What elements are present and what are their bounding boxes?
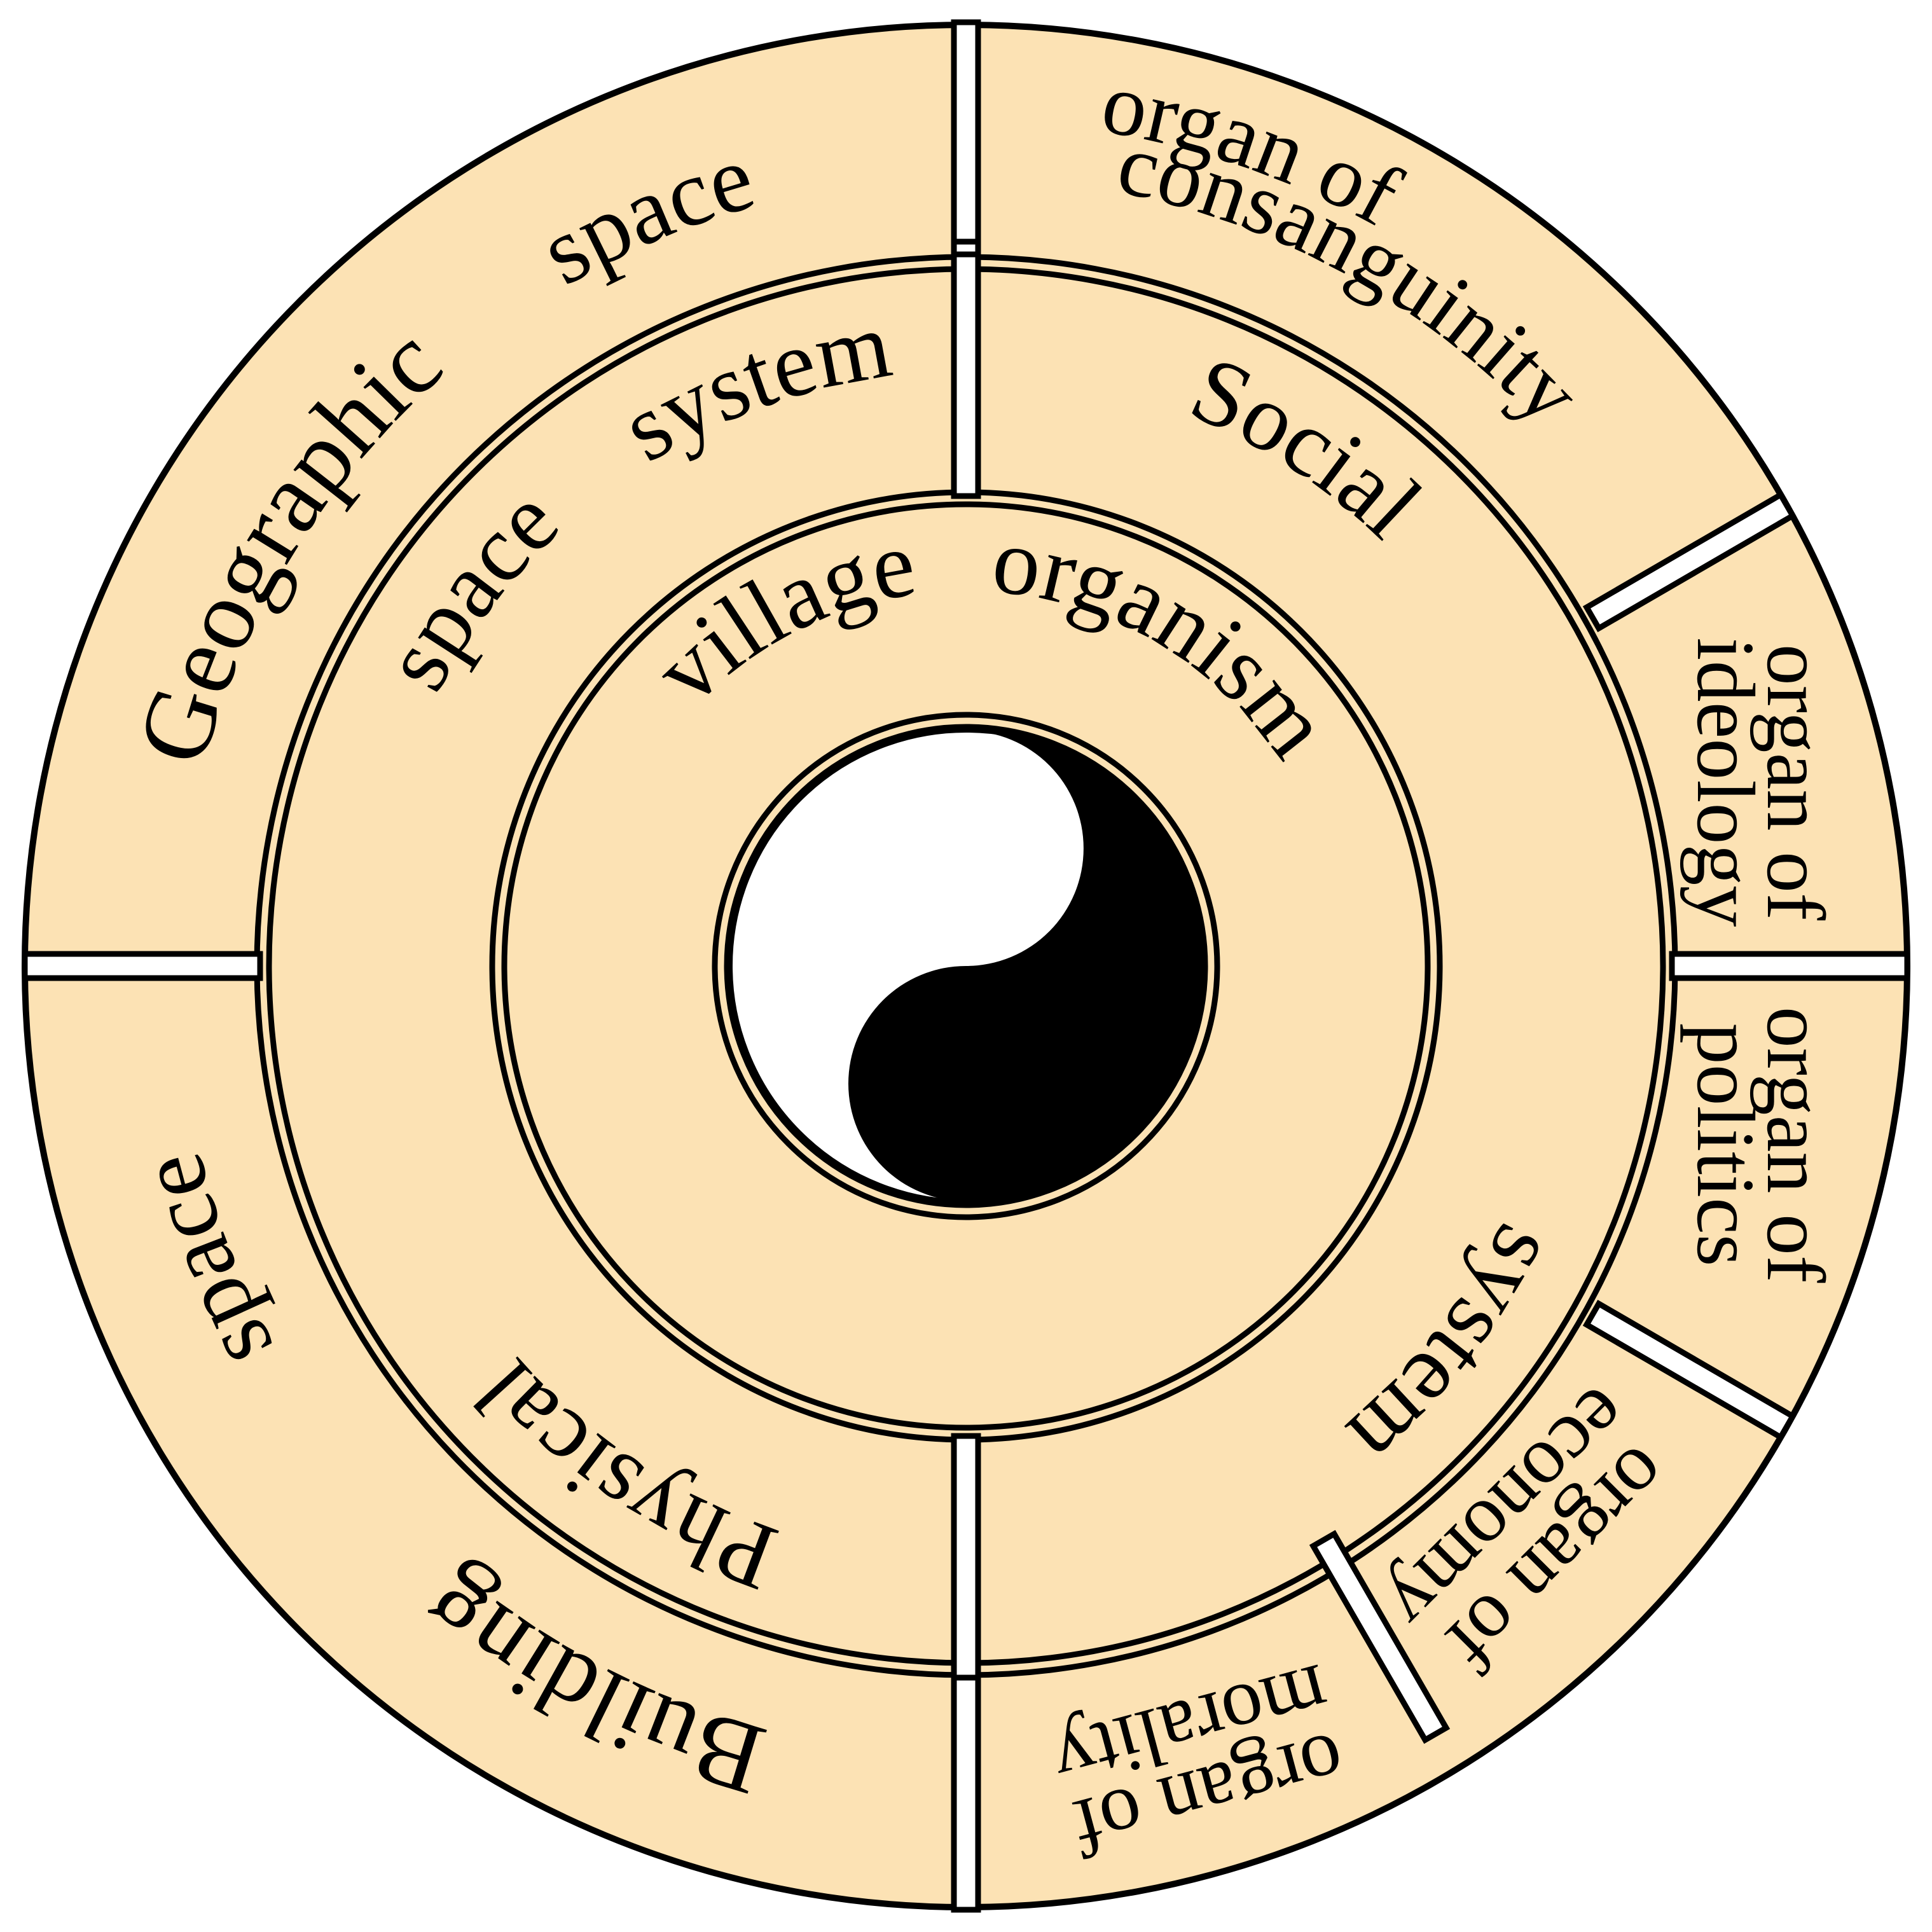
outer-morality: organ of morality [1044,1646,1354,1875]
horizontal-divider-right [1669,951,1910,981]
angled-dividers [1309,490,1797,1744]
yin-yang-icon [729,729,1203,1203]
outer-label-politics: politics [1680,1023,1771,1267]
middle-ring-dividers [951,251,981,1681]
middle-ring-inner-edge-b [501,501,1431,1431]
core-edge-a [712,712,1220,1220]
outer-politics: organ of politics [1680,1007,1841,1283]
outer-label-politics-organ: organ of [1749,1007,1841,1283]
outer-ideology: organ of ideology [1680,638,1841,927]
outer-label-ideology: ideology [1680,638,1771,927]
outer-label-ideology-organ: organ of [1749,644,1841,921]
horizontal-divider-left [22,951,263,981]
